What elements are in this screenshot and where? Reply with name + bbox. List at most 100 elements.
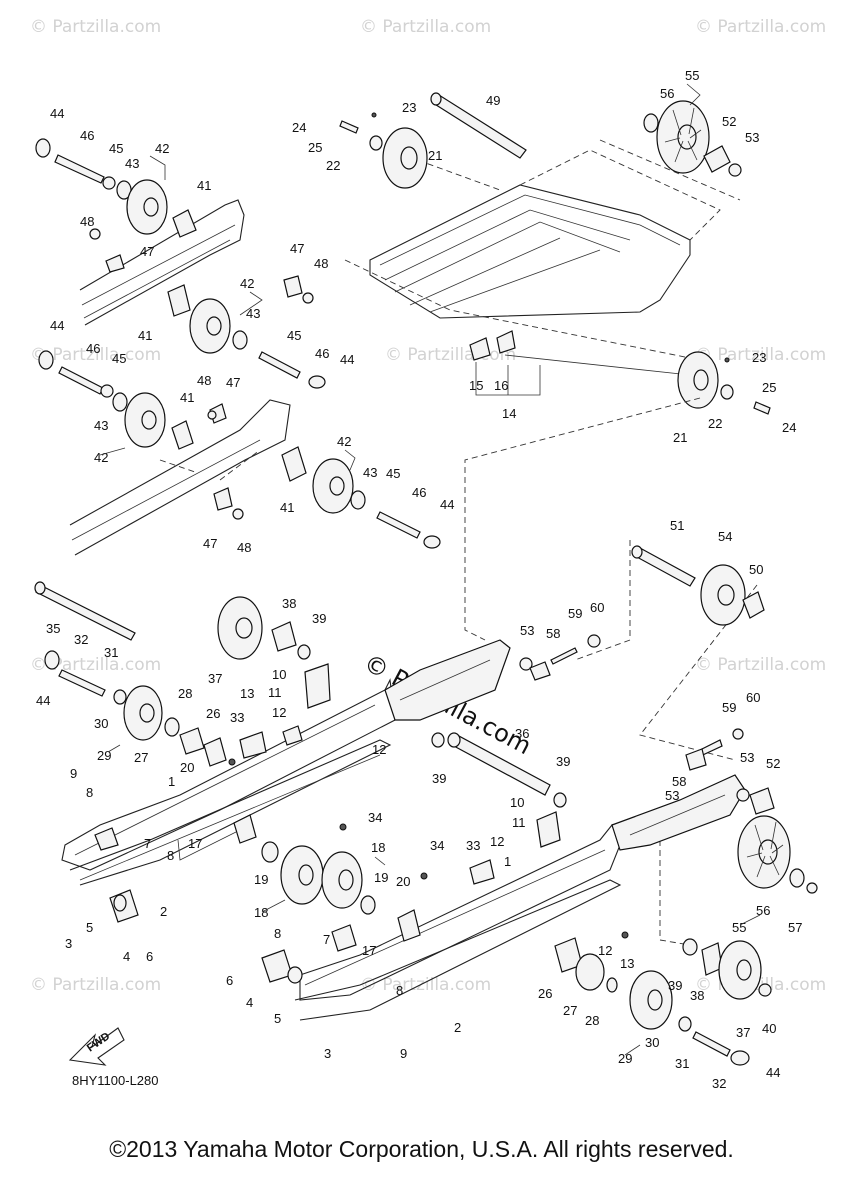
callout-43: 43 xyxy=(94,418,108,433)
upper-hardware xyxy=(339,92,742,189)
callout-8: 8 xyxy=(396,983,403,998)
callout-47: 47 xyxy=(140,244,154,259)
callout-33: 33 xyxy=(466,838,480,853)
callout-57: 57 xyxy=(788,920,802,935)
bracket-lines xyxy=(99,83,761,1056)
callout-50: 50 xyxy=(749,562,763,577)
watermark: © Partzilla.com xyxy=(360,975,491,995)
callout-60: 60 xyxy=(590,600,604,615)
callout-37: 37 xyxy=(736,1025,750,1040)
callout-31: 31 xyxy=(104,645,118,660)
callout-46: 46 xyxy=(412,485,426,500)
lower-right-rail xyxy=(261,728,818,1066)
callout-46: 46 xyxy=(80,128,94,143)
callout-30: 30 xyxy=(94,716,108,731)
callout-44: 44 xyxy=(766,1065,780,1080)
callout-43: 43 xyxy=(246,306,260,321)
callout-44: 44 xyxy=(340,352,354,367)
callout-41: 41 xyxy=(280,500,294,515)
callout-8: 8 xyxy=(274,926,281,941)
callout-2: 2 xyxy=(160,904,167,919)
callout-32: 32 xyxy=(74,632,88,647)
track-belt xyxy=(344,139,741,361)
callout-46: 46 xyxy=(86,341,100,356)
callout-38: 38 xyxy=(690,988,704,1003)
callout-39: 39 xyxy=(312,611,326,626)
callout-38: 38 xyxy=(282,596,296,611)
callout-45: 45 xyxy=(109,141,123,156)
callout-28: 28 xyxy=(585,1013,599,1028)
lower-left-rail xyxy=(34,581,511,923)
callout-2: 2 xyxy=(454,1020,461,1035)
callout-19: 19 xyxy=(374,870,388,885)
callout-39: 39 xyxy=(668,978,682,993)
callout-40: 40 xyxy=(762,1021,776,1036)
front-right-hardware xyxy=(519,545,765,681)
callout-45: 45 xyxy=(287,328,301,343)
callout-48: 48 xyxy=(237,540,251,555)
callout-14: 14 xyxy=(502,406,516,421)
callout-25: 25 xyxy=(762,380,776,395)
callout-29: 29 xyxy=(618,1051,632,1066)
callout-46: 46 xyxy=(315,346,329,361)
callout-25: 25 xyxy=(308,140,322,155)
upper-left-arm xyxy=(35,138,326,389)
clip-assembly xyxy=(469,330,771,415)
callout-49: 49 xyxy=(486,93,500,108)
callout-9: 9 xyxy=(70,766,77,781)
callout-48: 48 xyxy=(197,373,211,388)
callout-42: 42 xyxy=(155,141,169,156)
watermark: © Partzilla.com xyxy=(30,975,161,995)
callout-34: 34 xyxy=(430,838,444,853)
center-axle xyxy=(420,732,567,885)
callout-48: 48 xyxy=(80,214,94,229)
callout-47: 47 xyxy=(290,241,304,256)
callout-37: 37 xyxy=(208,671,222,686)
callout-22: 22 xyxy=(708,416,722,431)
callout-44: 44 xyxy=(50,318,64,333)
callout-59: 59 xyxy=(722,700,736,715)
callout-32: 32 xyxy=(712,1076,726,1091)
callout-29: 29 xyxy=(97,748,111,763)
callout-42: 42 xyxy=(94,450,108,465)
watermark: © Partzilla.com xyxy=(360,17,491,37)
callout-45: 45 xyxy=(112,351,126,366)
callout-20: 20 xyxy=(180,760,194,775)
callout-59: 59 xyxy=(568,606,582,621)
callout-10: 10 xyxy=(272,667,286,682)
callout-41: 41 xyxy=(138,328,152,343)
callout-10: 10 xyxy=(510,795,524,810)
watermark: © Partzilla.com xyxy=(30,345,161,365)
callout-9: 9 xyxy=(400,1046,407,1061)
callout-52: 52 xyxy=(722,114,736,129)
callout-27: 27 xyxy=(134,750,148,765)
callout-24: 24 xyxy=(292,120,306,135)
callout-15: 15 xyxy=(469,378,483,393)
middle-left-arm xyxy=(38,350,441,556)
fwd-arrow: FWD xyxy=(68,1027,125,1066)
callout-21: 21 xyxy=(673,430,687,445)
callout-3: 3 xyxy=(324,1046,331,1061)
callout-56: 56 xyxy=(660,86,674,101)
callout-24: 24 xyxy=(782,420,796,435)
callout-21: 21 xyxy=(428,148,442,163)
callout-39: 39 xyxy=(556,754,570,769)
callout-52: 52 xyxy=(766,756,780,771)
callout-54: 54 xyxy=(718,529,732,544)
callout-17: 17 xyxy=(188,836,202,851)
callout-41: 41 xyxy=(180,390,194,405)
watermark: © Partzilla.com xyxy=(30,17,161,37)
callout-26: 26 xyxy=(206,706,220,721)
callout-35: 35 xyxy=(46,621,60,636)
callout-43: 43 xyxy=(363,465,377,480)
callout-1: 1 xyxy=(504,854,511,869)
callout-51: 51 xyxy=(670,518,684,533)
callout-5: 5 xyxy=(86,920,93,935)
watermark: © Partzilla.com xyxy=(695,17,826,37)
callout-41: 41 xyxy=(197,178,211,193)
callout-36: 36 xyxy=(515,726,529,741)
callout-39: 39 xyxy=(432,771,446,786)
callout-1: 1 xyxy=(168,774,175,789)
callout-23: 23 xyxy=(402,100,416,115)
callout-12: 12 xyxy=(372,742,386,757)
